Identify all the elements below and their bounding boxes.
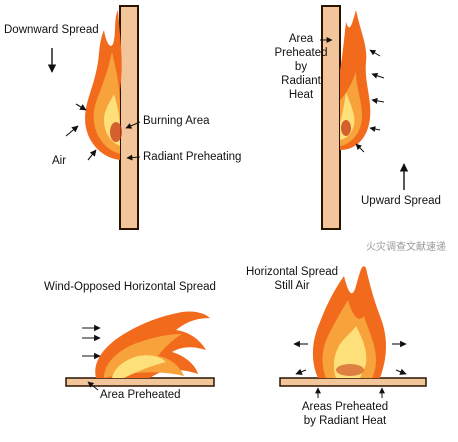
up-air-arrow-4 [369, 126, 381, 133]
wind-opposed-flame [95, 311, 210, 378]
air-arrow-2 [87, 149, 97, 161]
up-air-arrow-1 [369, 49, 381, 57]
downward-flame [85, 10, 122, 160]
radiant-preheating-label: Radiant Preheating [143, 151, 242, 163]
up-air-arrow-5 [355, 143, 365, 153]
preheated-line-5: Heat [288, 89, 314, 101]
up-air-arrow-3 [371, 97, 385, 104]
downward-spread-label: Downward Spread [4, 24, 99, 36]
air-arrow-1 [65, 125, 79, 137]
burning-area-label: Burning Area [143, 115, 210, 127]
still-air-title-line-2: Still Air [274, 280, 310, 292]
still-air-flame [312, 266, 386, 378]
preheated-line-1: Area [288, 33, 314, 45]
area-preheated-pointer [87, 381, 99, 391]
radiant-preheating-pointer [126, 154, 141, 161]
left-wall [119, 5, 139, 230]
area-preheated-radiant-label: Area Preheated by Radiant Heat [270, 32, 332, 102]
preheated-line-3: by [294, 61, 308, 73]
bottom-right-floor [279, 377, 427, 387]
still-air-arrow-low-left [295, 368, 307, 375]
upward-spread-label: Upward Spread [361, 195, 441, 207]
air-arrow-3 [75, 103, 87, 111]
still-air-arrow-low-right [395, 368, 407, 375]
burning-area-pointer [125, 121, 141, 129]
watermark-text: 火灾调查文献速递 [366, 242, 446, 253]
preheated-line-2: Preheated [274, 47, 328, 59]
upward-flame [340, 10, 371, 150]
air-label: Air [52, 155, 67, 167]
areas-preheated-line-1: Areas Preheated [301, 401, 389, 413]
up-air-arrow-2 [371, 72, 385, 79]
still-air-title-line-1: Horizontal Spread [245, 266, 339, 278]
still-air-title: Horizontal Spread Still Air [236, 265, 348, 293]
areas-preheated-label: Areas Preheated by Radiant Heat [290, 400, 400, 428]
area-preheated-label: Area Preheated [100, 389, 181, 401]
preheated-line-4: Radiant [281, 75, 321, 87]
areas-preheated-line-2: by Radiant Heat [303, 415, 387, 427]
wind-opposed-label: Wind-Opposed Horizontal Spread [44, 281, 216, 293]
